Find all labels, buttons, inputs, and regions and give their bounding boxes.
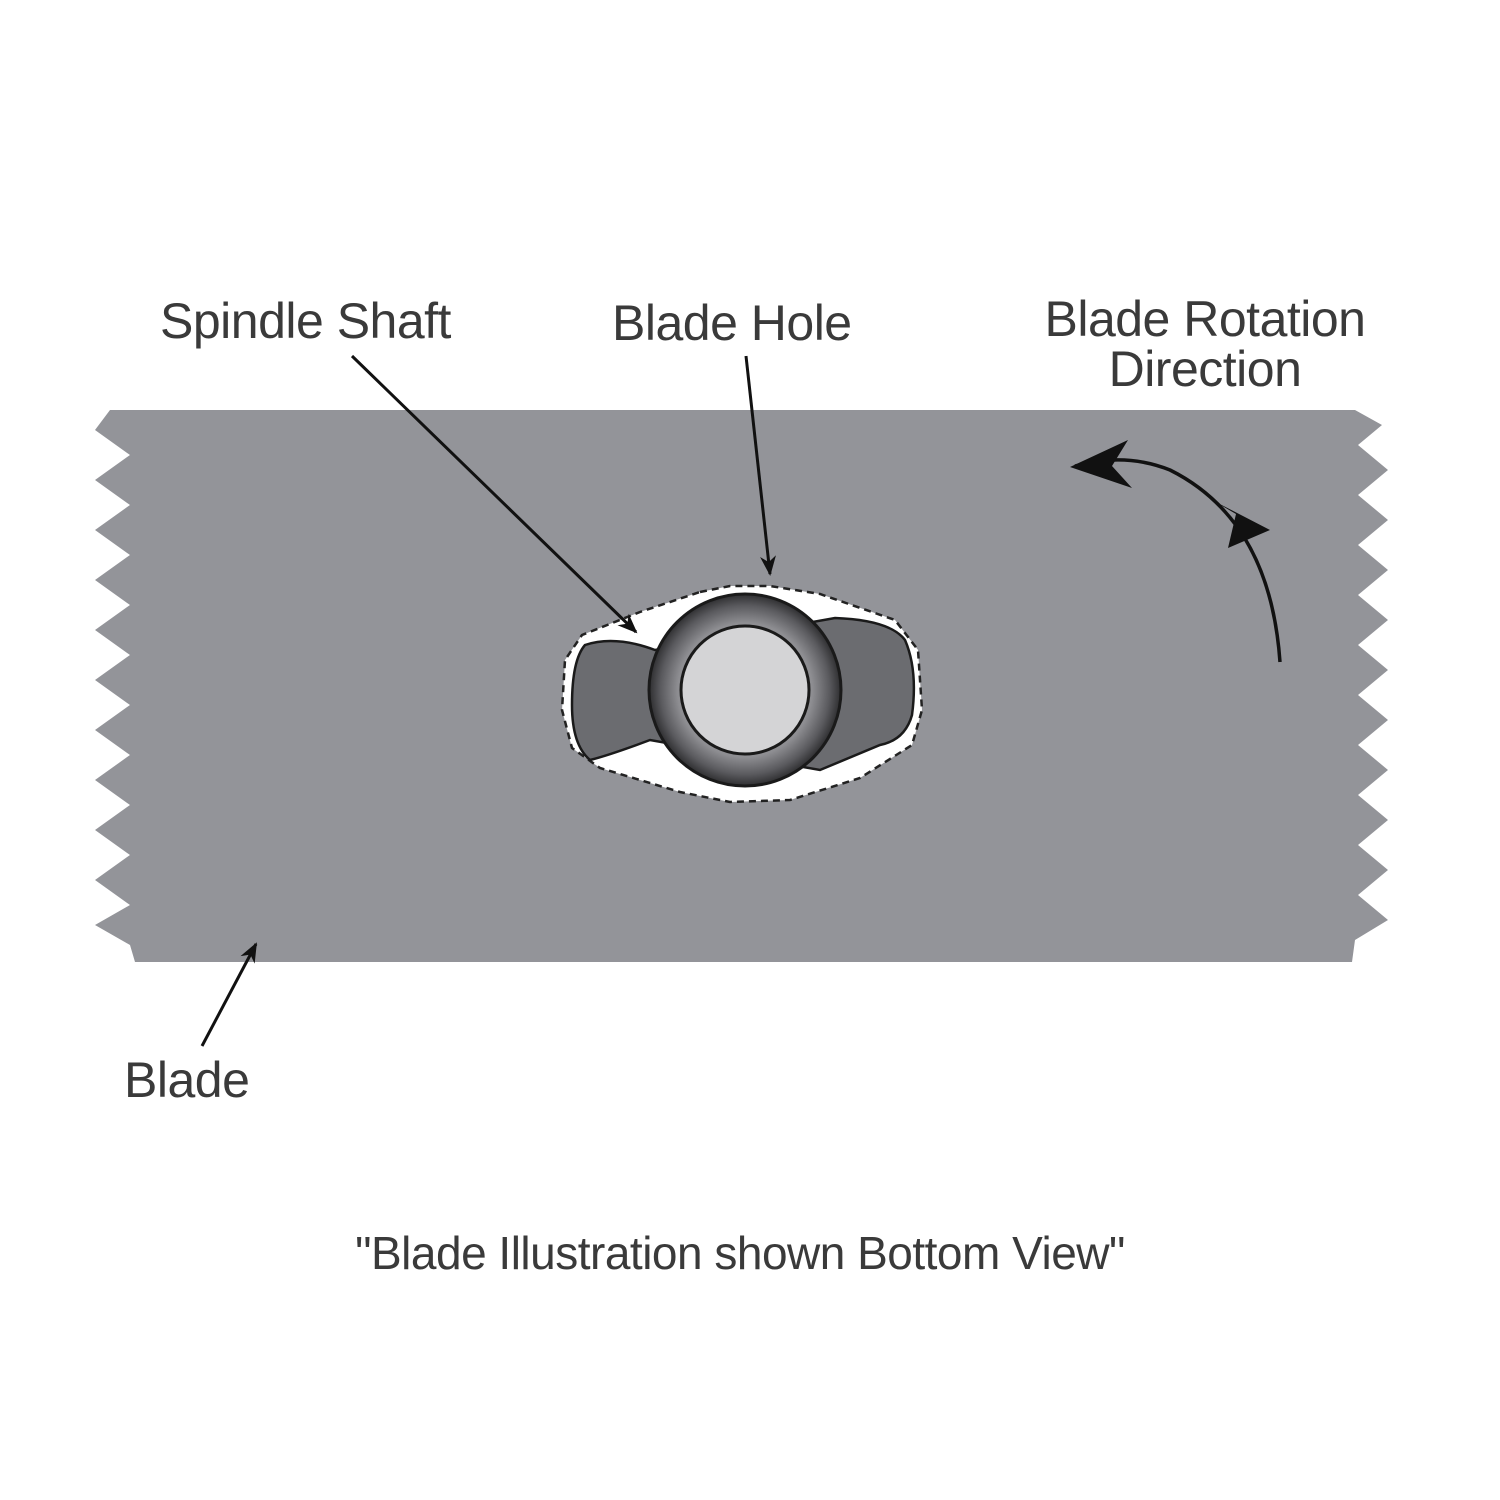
- blade-hole-arrow: [744, 355, 776, 576]
- blade-hole-label: Blade Hole: [612, 295, 852, 351]
- spindle-shaft-arrow: [350, 354, 638, 634]
- rotation-arrow-head-lower: [1212, 500, 1270, 548]
- blade-hole-dashed-outline: [560, 584, 924, 804]
- spindle-shaft-center: [679, 624, 811, 756]
- rotation-arrow-head-upper: [1070, 440, 1132, 488]
- rotation-label-line2: Direction: [1108, 341, 1302, 397]
- blade-label: Blade: [124, 1052, 250, 1108]
- spindle-shaft-label: Spindle Shaft: [160, 293, 451, 349]
- blade-arrow: [200, 942, 258, 1047]
- caption: "Blade Illustration shown Bottom View": [355, 1227, 1125, 1279]
- rotation-label-line1: Blade Rotation: [1044, 291, 1366, 347]
- rotation-direction-label: Blade Rotation Direction: [1020, 294, 1390, 394]
